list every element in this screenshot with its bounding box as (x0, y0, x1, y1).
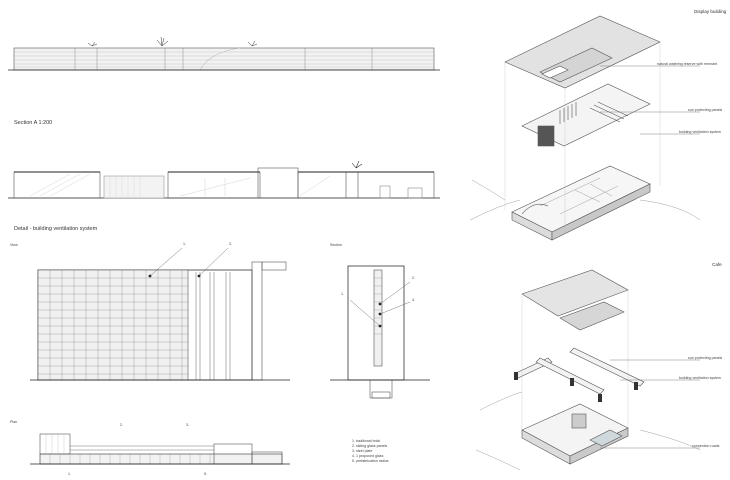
axo-label: building ventilation system (679, 376, 721, 380)
section-marker: 2. (412, 276, 415, 280)
legend-item: 4. 1 proposed glass (352, 454, 384, 458)
legend-item: 5. prefabrication radius (352, 459, 389, 463)
detail-heading: Detail - building ventilation system (14, 226, 98, 232)
section-marker: 4. (412, 298, 415, 302)
detail-legend: 1. traditional brick 2. sliding glass pa… (352, 439, 389, 464)
view-marker: 1. (183, 242, 186, 246)
section-drawing (8, 160, 440, 199)
section-heading: Section A 1:200 (14, 120, 53, 126)
axo-label: sun protecting panels (688, 108, 723, 112)
view-marker: 3. (229, 242, 232, 246)
view-label: View (10, 243, 18, 247)
section-marker: 1. (341, 292, 344, 296)
legend-item: 1. traditional brick (352, 439, 381, 443)
plan-marker: 5. (204, 472, 207, 476)
cafe-axo (475, 269, 701, 471)
display-building-axo (469, 15, 701, 241)
axo-label: sun protecting panels (688, 356, 723, 360)
legend-item: 2. sliding glass panels (352, 444, 388, 448)
plan-label: Plan (10, 420, 18, 424)
axo-label: building ventilation system (679, 130, 721, 134)
legend-item: 3. steel plate (352, 449, 373, 453)
detail-section-label: Section (330, 243, 342, 247)
axo-label: connection roads (692, 444, 720, 448)
axo-label: natural watering reserve with remnant (657, 62, 718, 66)
elevation-drawing (8, 36, 440, 71)
display-building-heading: Display building (694, 9, 727, 14)
plan-marker: 3. (186, 423, 189, 427)
detail-view-drawing (30, 247, 290, 381)
detail-section-drawing (330, 265, 430, 399)
plan-marker: 2. (120, 423, 123, 427)
plan-marker: 1. (68, 472, 71, 476)
cafe-heading: Cafe (712, 262, 722, 267)
detail-plan-drawing (30, 433, 290, 465)
